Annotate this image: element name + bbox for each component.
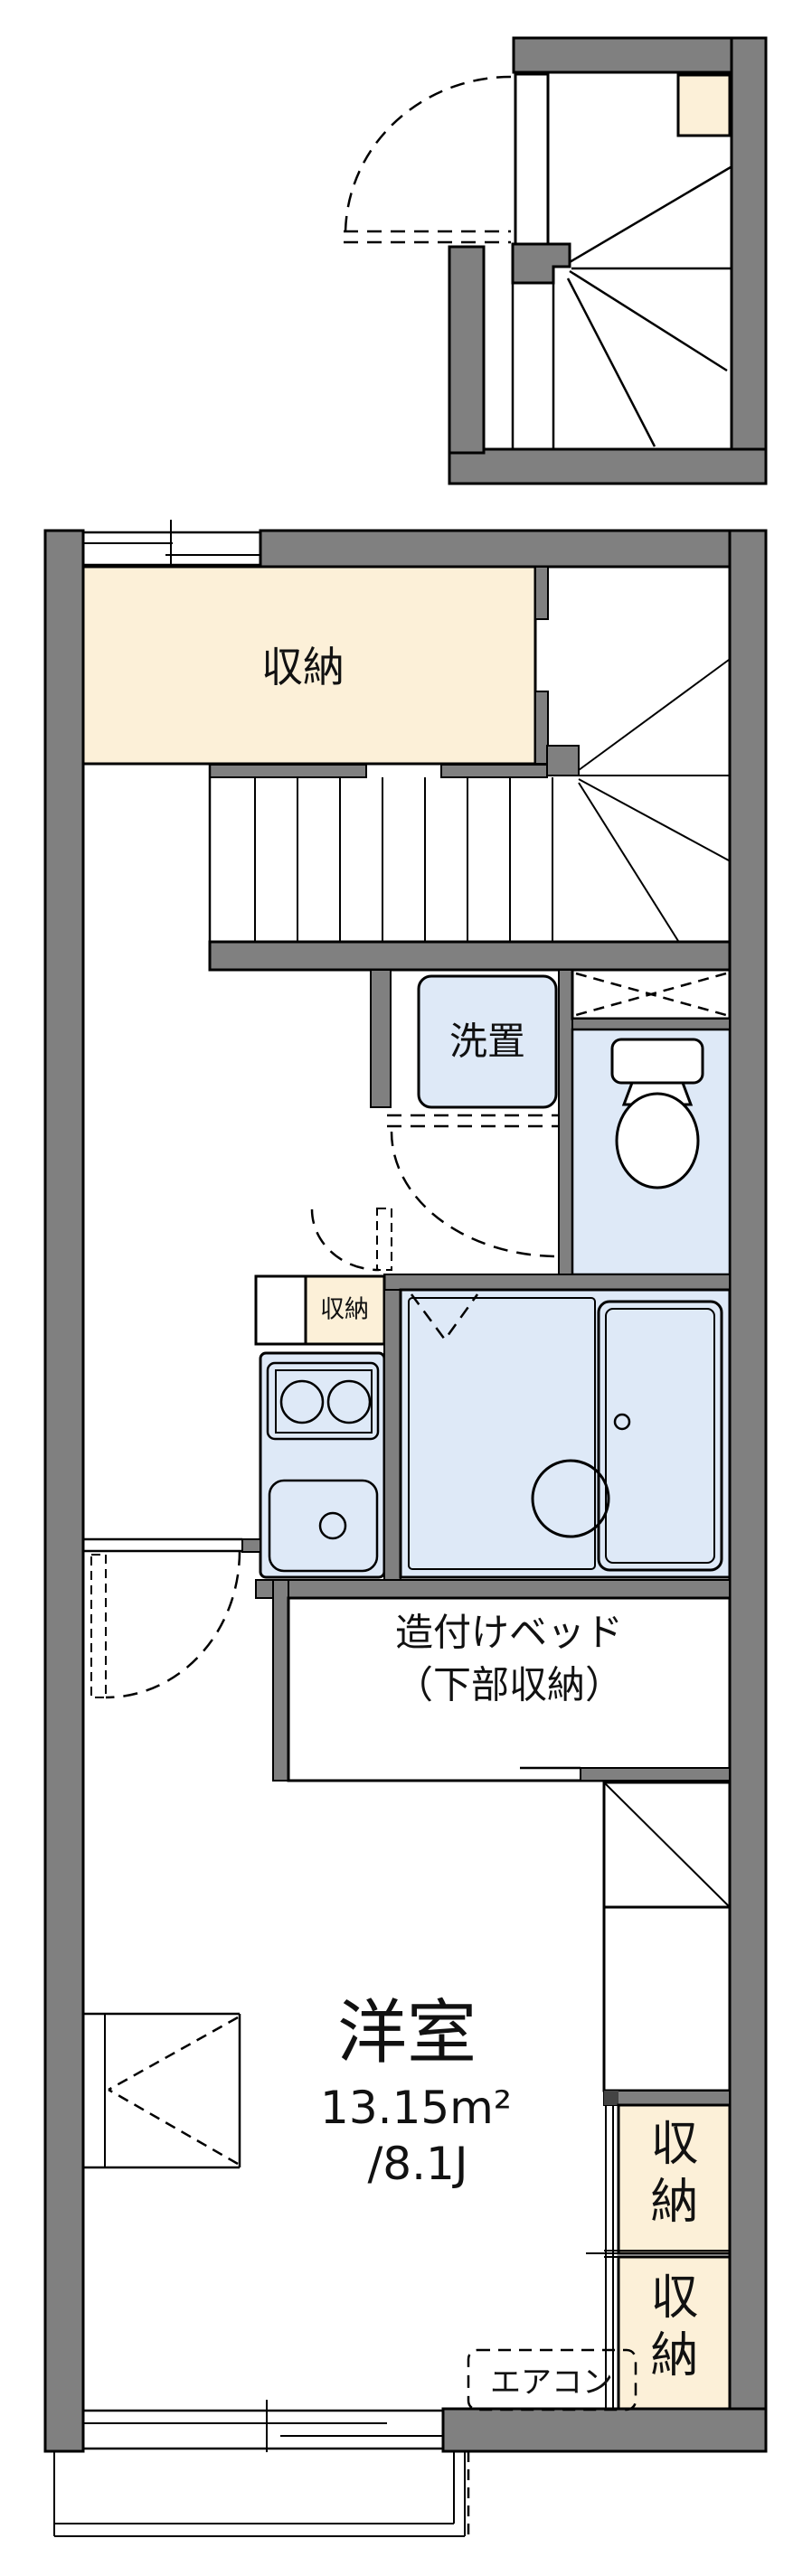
laundry-label: 洗置 (449, 1020, 525, 1064)
sink-symbol (268, 1479, 379, 1573)
stair-treads (254, 659, 730, 942)
small-storage-label: 収納 (320, 1296, 369, 1324)
wall-bottom (441, 2407, 768, 2453)
wall-right (730, 36, 768, 485)
room-area-m2: 13.15m² (320, 2082, 512, 2134)
washroom-door-swing-arc (390, 1131, 559, 1258)
aircon-box (467, 2348, 637, 2411)
washing-machine-space (417, 974, 558, 1109)
folding-door-mark (410, 1293, 479, 1342)
room-door-swing-arc (105, 1550, 241, 1699)
partition-wall (534, 566, 549, 620)
bed-box (287, 1596, 732, 1782)
wall-post (604, 2091, 618, 2105)
room-door-leaf (90, 1554, 107, 1698)
closet-right-lower: 収 納 (617, 2255, 732, 2411)
staircase-main (208, 659, 732, 972)
counter-box (254, 1274, 307, 1346)
wall-above-bath (383, 1274, 731, 1291)
stove-symbol (266, 1361, 380, 1441)
stair-newel-block (511, 242, 571, 285)
entrance-door-leaf (514, 72, 550, 246)
bed-label-line1: 造付けベッド (395, 1611, 623, 1655)
right-storage-column: 収 納 収 納 (586, 1781, 732, 2411)
room-area-jo: /8.1J (367, 2138, 467, 2190)
svg-text:収: 収 (651, 2270, 699, 2326)
western-room: 洋室 13.15m² /8.1J エアコン (83, 1537, 637, 2411)
svg-text:収: 収 (651, 2117, 699, 2172)
upper-floor-stair-landing (344, 36, 768, 485)
kitchen: 収納 (254, 1208, 401, 1599)
aircon-area: エアコン (467, 2348, 637, 2411)
kitchen-counter (259, 1351, 386, 1579)
wall-left (448, 245, 486, 455)
toilet-room (571, 1028, 732, 1276)
bathroom (399, 1288, 732, 1579)
shower-area (408, 1297, 596, 1570)
wall-under-bath (255, 1579, 731, 1599)
wall-bottom (448, 447, 768, 485)
toilet-symbol (610, 1038, 704, 1189)
kitchen-door-leaf (376, 1208, 392, 1271)
open-shelf (602, 1905, 732, 2092)
open-shelf-diagonal (602, 1781, 732, 1909)
kitchen-bath-wall (383, 1289, 401, 1599)
wall-right (728, 529, 768, 2453)
svg-text:納: 納 (651, 2175, 699, 2230)
upper-storage-nook (676, 73, 732, 137)
refrigerator-space (571, 968, 732, 1020)
built-in-bed: 造付けベッド （下部収納） (272, 1579, 732, 1782)
closet-right-upper: 収 納 (617, 2103, 732, 2255)
washroom-zone: 洗置 (370, 968, 732, 1321)
partition-wall (534, 691, 549, 765)
entrance-door-swing-arc (344, 75, 512, 236)
opening-direction-box (83, 2012, 241, 2169)
main-walls (43, 529, 768, 2453)
room-name-label: 洋室 (337, 1994, 477, 2074)
upper-stairs-treads (511, 165, 732, 449)
wall-left (43, 529, 85, 2453)
wall-under-stairs (208, 940, 732, 972)
storage-floor (81, 565, 537, 766)
wash-stool-symbol (531, 1459, 610, 1538)
wall-top (512, 36, 768, 74)
aircon-label: エアコン (490, 2364, 613, 2401)
bed-bottom-wall (580, 1767, 731, 1782)
svg-text:納: 納 (651, 2328, 699, 2383)
bathtub-symbol (597, 1300, 723, 1572)
bed-label-line2: （下部収納） (395, 1663, 623, 1707)
stair-newel-block (546, 745, 580, 776)
wall-top (259, 529, 768, 569)
small-storage (304, 1274, 386, 1346)
bed-left-wall (272, 1579, 289, 1782)
window-bottom (83, 2400, 443, 2452)
storage-room-main: 収納 (81, 565, 549, 766)
balcony (53, 2451, 470, 2537)
storage-label: 収納 (261, 643, 345, 691)
kitchen-door-swing-arc (310, 1208, 380, 1272)
